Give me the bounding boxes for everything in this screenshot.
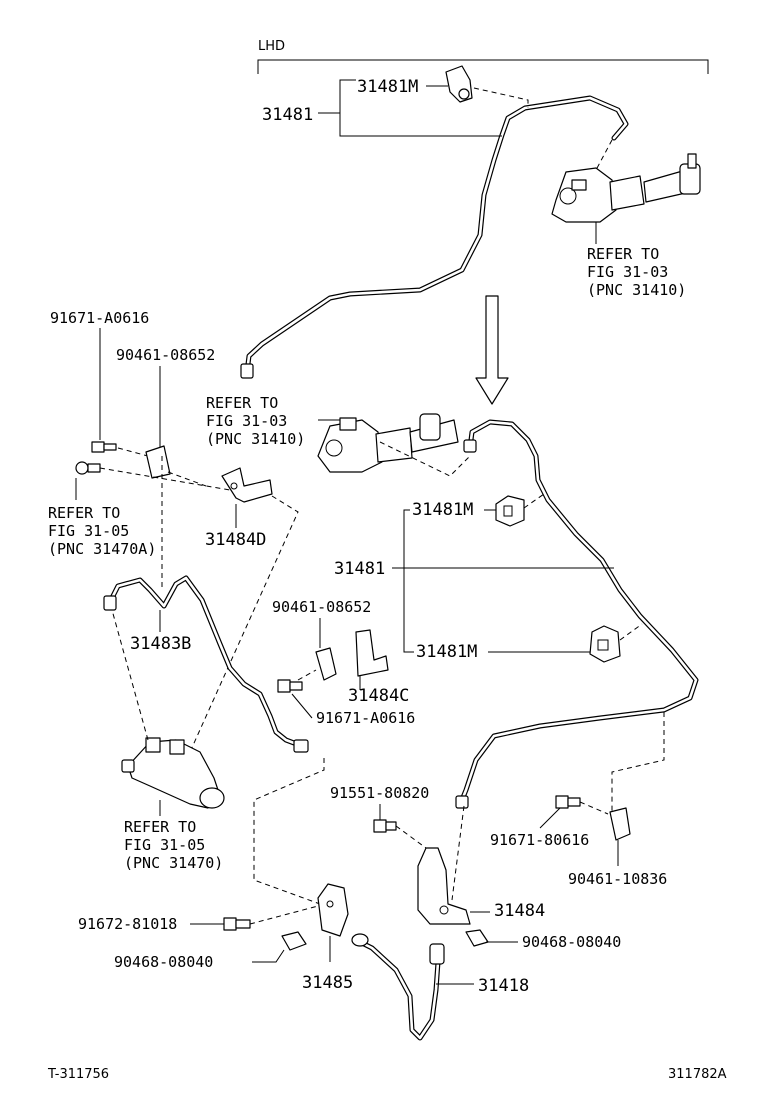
top-clutch-tube <box>240 95 629 379</box>
refer-slave-line1: REFER TO <box>124 818 196 836</box>
label-31484d: 31484D <box>205 530 266 550</box>
slave-cylinder <box>121 737 225 809</box>
top-master-cylinder <box>551 139 701 223</box>
label-31481m-top: 31481M <box>357 77 418 97</box>
refer-top-line1: REFER TO <box>587 245 659 263</box>
label-90468-08040-left: 90468-08040 <box>114 953 213 971</box>
refer-mid-line1: REFER TO <box>206 394 278 412</box>
mid-master-cylinder <box>317 413 459 473</box>
right-clamp-upper-part <box>495 495 525 527</box>
refer-top-line2: FIG 31-03 <box>587 263 668 281</box>
clip-b-part <box>315 629 389 681</box>
label-31481m-upper: 31481M <box>412 500 473 520</box>
label-90461-10836: 90461-10836 <box>568 870 667 888</box>
clip-c-part <box>281 931 307 951</box>
refer-slave-a-line2: FIG 31-05 <box>48 522 129 540</box>
label-91672-81018: 91672-81018 <box>78 915 177 933</box>
label-31484: 31484 <box>494 901 545 921</box>
label-91671-80616: 91671-80616 <box>490 831 589 849</box>
label-31481m-lower: 31481M <box>416 642 477 662</box>
bracket-31484-part <box>417 847 471 925</box>
bolt-c-part <box>223 917 251 931</box>
down-arrow <box>475 295 509 405</box>
refer-slave-line2: FIG 31-05 <box>124 836 205 854</box>
label-90461-08652-mid: 90461-08652 <box>272 598 371 616</box>
clip-d-part <box>609 807 631 841</box>
refer-slave-a-line3: (PNC 31470A) <box>48 540 156 558</box>
refer-top-line3: (PNC 31410) <box>587 281 686 299</box>
bracket-e-part <box>317 883 349 937</box>
refer-mid-line3: (PNC 31410) <box>206 430 305 448</box>
hose-31418 <box>351 933 445 1041</box>
label-31481-top: 31481 <box>262 105 313 125</box>
label-31484c: 31484C <box>348 686 409 706</box>
bolt-b-part <box>277 679 303 693</box>
bolt-d-part <box>373 819 397 833</box>
label-31483b: 31483B <box>130 634 191 654</box>
lhd-bracket: LHD <box>257 39 709 74</box>
label-90468-08040-right: 90468-08040 <box>522 933 621 951</box>
tube-31483b <box>103 575 309 753</box>
refer-slave-a-line1: REFER TO <box>48 504 120 522</box>
top-clamp-part <box>445 65 473 103</box>
right-clutch-tube <box>455 419 699 809</box>
footer-right-code: 311782A <box>668 1067 727 1082</box>
label-91671-a0616-mid: 91671-A0616 <box>316 709 415 727</box>
clip-a-part <box>145 445 171 479</box>
label-31485: 31485 <box>302 973 353 993</box>
refer-slave-line3: (PNC 31470) <box>124 854 223 872</box>
bolt-a-part <box>91 441 117 453</box>
bolt-e-part <box>555 795 581 809</box>
footer-left-code: T-311756 <box>47 1067 109 1082</box>
bracket-d-part <box>221 467 273 503</box>
bolt-slave-part <box>75 461 101 475</box>
lhd-label: LHD <box>258 39 285 54</box>
label-31481-right: 31481 <box>334 559 385 579</box>
clip-e-part <box>465 929 489 947</box>
label-91551-80820: 91551-80820 <box>330 784 429 802</box>
refer-mid-line2: FIG 31-03 <box>206 412 287 430</box>
label-91671-a0616-top: 91671-A0616 <box>50 309 149 327</box>
label-31418: 31418 <box>478 976 529 996</box>
right-clamp-lower-part <box>589 625 621 663</box>
label-90461-08652-top: 90461-08652 <box>116 346 215 364</box>
